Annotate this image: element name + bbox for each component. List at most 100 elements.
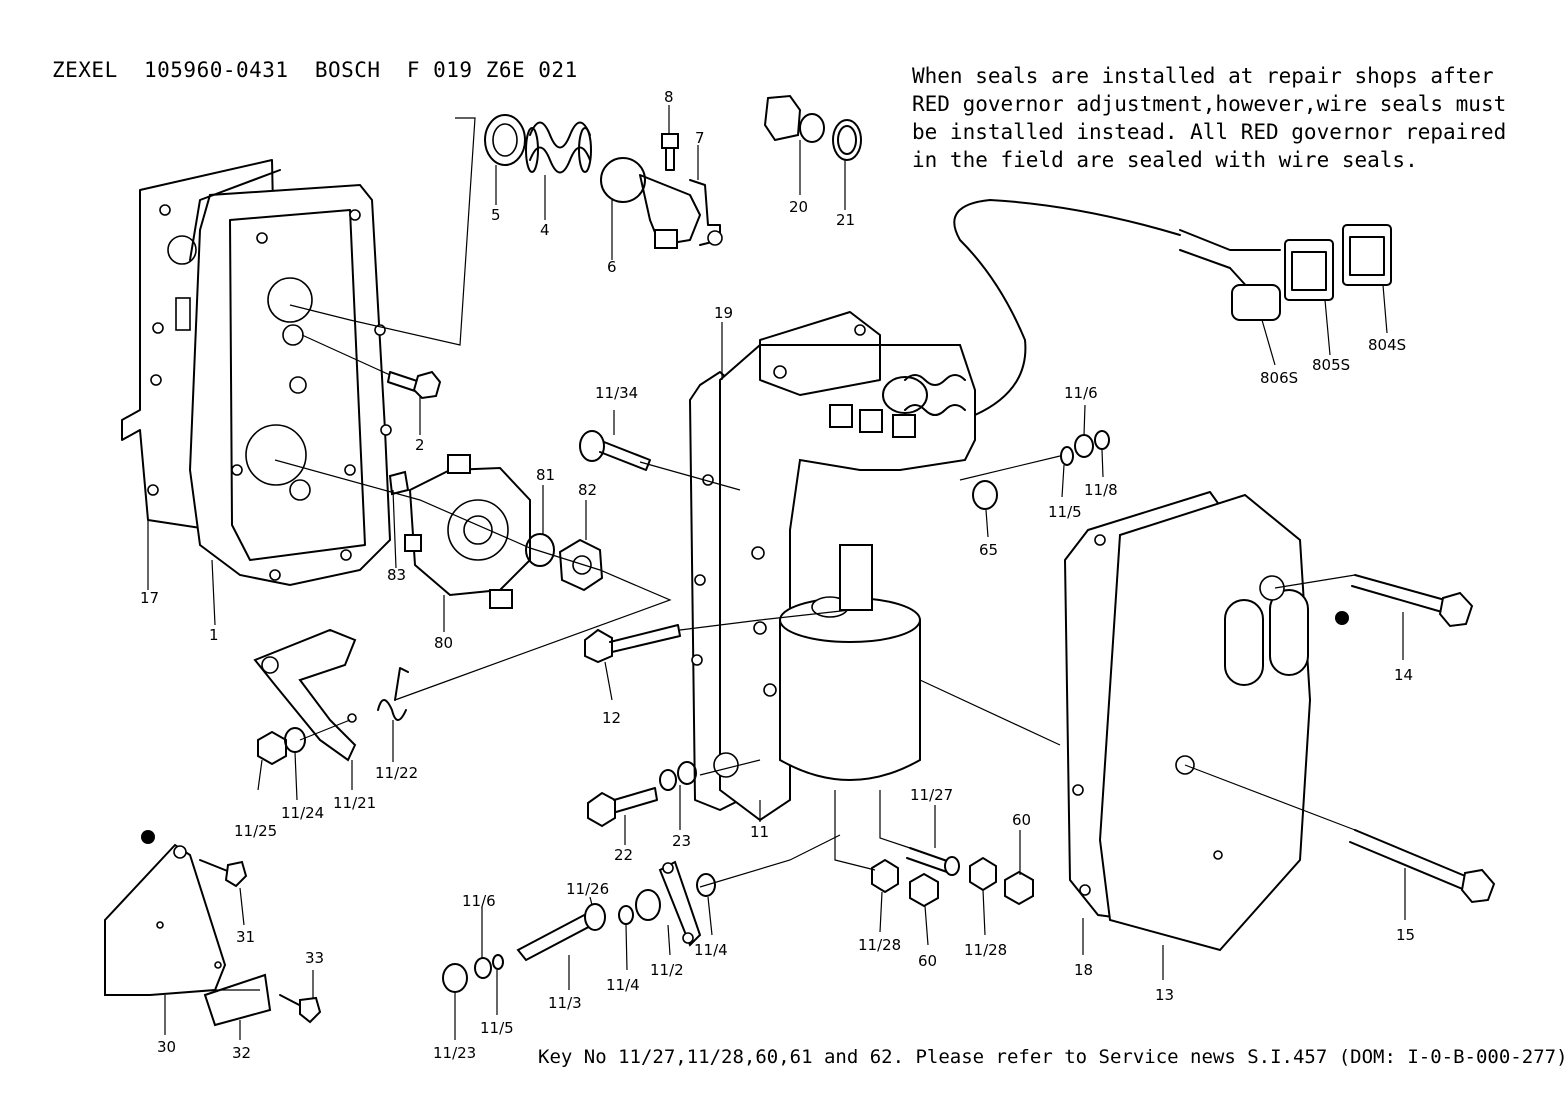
screw-11-27 xyxy=(906,847,960,876)
shaft-11-3 xyxy=(516,903,606,962)
connector-805S xyxy=(1284,239,1334,301)
clamp-32 xyxy=(203,973,272,1027)
callout-82: 82 xyxy=(578,481,597,499)
cover-13 xyxy=(1098,493,1312,952)
callout-60-right: 60 xyxy=(1012,811,1031,829)
callout-65: 65 xyxy=(979,541,998,559)
connector-806S xyxy=(1231,284,1281,321)
solenoid-coil-11 xyxy=(779,544,921,781)
nuts-60 xyxy=(909,870,1034,908)
nut-11-25 xyxy=(257,730,287,766)
callout-11-5-lower: 11/5 xyxy=(480,1019,514,1037)
nuts-11-28 xyxy=(871,856,997,894)
callout-5: 5 xyxy=(491,206,501,224)
washer-11-24 xyxy=(284,727,306,753)
repair-note: When seals are installed at repair shops… xyxy=(912,64,1507,172)
callout-11-26: 11/26 xyxy=(566,880,609,898)
callout-30: 30 xyxy=(157,1038,176,1056)
flyweight-hub-80 xyxy=(404,454,531,609)
gasket-17 xyxy=(121,159,281,541)
bolt-11-34 xyxy=(579,430,651,471)
callout-31: 31 xyxy=(236,928,255,946)
callout-8: 8 xyxy=(664,88,674,106)
bolt-12 xyxy=(584,624,681,664)
callout-labels: 17 1 2 5 4 6 7 8 20 21 83 80 81 82 11/34… xyxy=(140,88,1415,1062)
callout-83: 83 xyxy=(387,566,406,584)
callout-11-34: 11/34 xyxy=(595,384,638,402)
governor-housing-1 xyxy=(188,169,392,587)
callout-15: 15 xyxy=(1396,926,1415,944)
reference-dot-right xyxy=(1335,611,1349,625)
washers-23 xyxy=(659,761,697,791)
callout-11: 11 xyxy=(750,823,769,841)
callout-11-4-right: 11/4 xyxy=(694,941,728,959)
callout-11-27: 11/27 xyxy=(910,786,953,804)
callout-806S: 806S xyxy=(1260,369,1298,387)
bracket-30 xyxy=(104,843,227,996)
callout-14: 14 xyxy=(1394,666,1413,684)
callout-11-5-upper: 11/5 xyxy=(1048,503,1082,521)
washers-11-4 xyxy=(618,873,716,925)
diagram-header: ZEXEL 105960-0431 BOSCH F 019 Z6E 021 xyxy=(52,58,578,82)
callout-18: 18 xyxy=(1074,961,1093,979)
callout-11-4-left: 11/4 xyxy=(606,976,640,994)
callout-11-24: 11/24 xyxy=(281,804,324,822)
footer-note: Key No 11/27,11/28,60,61 and 62. Please … xyxy=(538,1046,1568,1068)
callout-805S: 805S xyxy=(1312,356,1350,374)
callout-20: 20 xyxy=(789,198,808,216)
callout-11-3: 11/3 xyxy=(548,994,582,1012)
bolt-14 xyxy=(1351,574,1474,628)
callout-804S: 804S xyxy=(1368,336,1406,354)
callout-6: 6 xyxy=(607,258,617,276)
key-83 xyxy=(388,470,410,496)
bracket-7 xyxy=(689,179,723,246)
callout-11-22: 11/22 xyxy=(375,764,418,782)
bushing-11-23 xyxy=(442,963,468,993)
plug-20 xyxy=(763,94,825,143)
callout-32: 32 xyxy=(232,1044,251,1062)
callout-17: 17 xyxy=(140,589,159,607)
gasket-19 xyxy=(689,371,741,811)
callout-11-25: 11/25 xyxy=(234,822,277,840)
bolt-33 xyxy=(279,994,322,1024)
lever-11-2 xyxy=(635,860,702,947)
callout-81: 81 xyxy=(536,466,555,484)
callout-11-8: 11/8 xyxy=(1084,481,1118,499)
harness-cable xyxy=(953,199,1281,416)
reference-dot-left xyxy=(141,830,155,844)
screw-8 xyxy=(661,133,679,171)
callout-11-23: 11/23 xyxy=(433,1044,476,1062)
nut-82 xyxy=(558,538,604,592)
callout-80: 80 xyxy=(434,634,453,652)
callout-22: 22 xyxy=(614,846,633,864)
callout-4: 4 xyxy=(540,221,550,239)
lever-assembly-6 xyxy=(600,157,701,249)
callout-11-6-lower: 11/6 xyxy=(462,892,496,910)
callout-11-2: 11/2 xyxy=(650,961,684,979)
bolt-15 xyxy=(1349,829,1496,904)
bolt-31 xyxy=(199,859,248,888)
callout-11-28-left: 11/28 xyxy=(858,936,901,954)
callout-1: 1 xyxy=(209,626,219,644)
callout-11-28-right: 11/28 xyxy=(964,941,1007,959)
bolt-2 xyxy=(387,370,442,400)
callout-23: 23 xyxy=(672,832,691,850)
callout-19: 19 xyxy=(714,304,733,322)
washer-21 xyxy=(832,119,862,161)
washer-81 xyxy=(525,533,555,567)
callout-2: 2 xyxy=(415,436,425,454)
spring-4 xyxy=(525,121,592,174)
callout-21: 21 xyxy=(836,211,855,229)
callout-60-left: 60 xyxy=(918,952,937,970)
callout-11-21: 11/21 xyxy=(333,794,376,812)
cap-5 xyxy=(484,114,526,166)
spring-11-22 xyxy=(377,667,409,721)
callout-13: 13 xyxy=(1155,986,1174,1004)
connector-804S xyxy=(1342,224,1392,286)
plug-65 xyxy=(972,480,998,510)
washer-11-6-lower xyxy=(474,954,504,979)
callout-12: 12 xyxy=(602,709,621,727)
callout-11-6-upper: 11/6 xyxy=(1064,384,1098,402)
